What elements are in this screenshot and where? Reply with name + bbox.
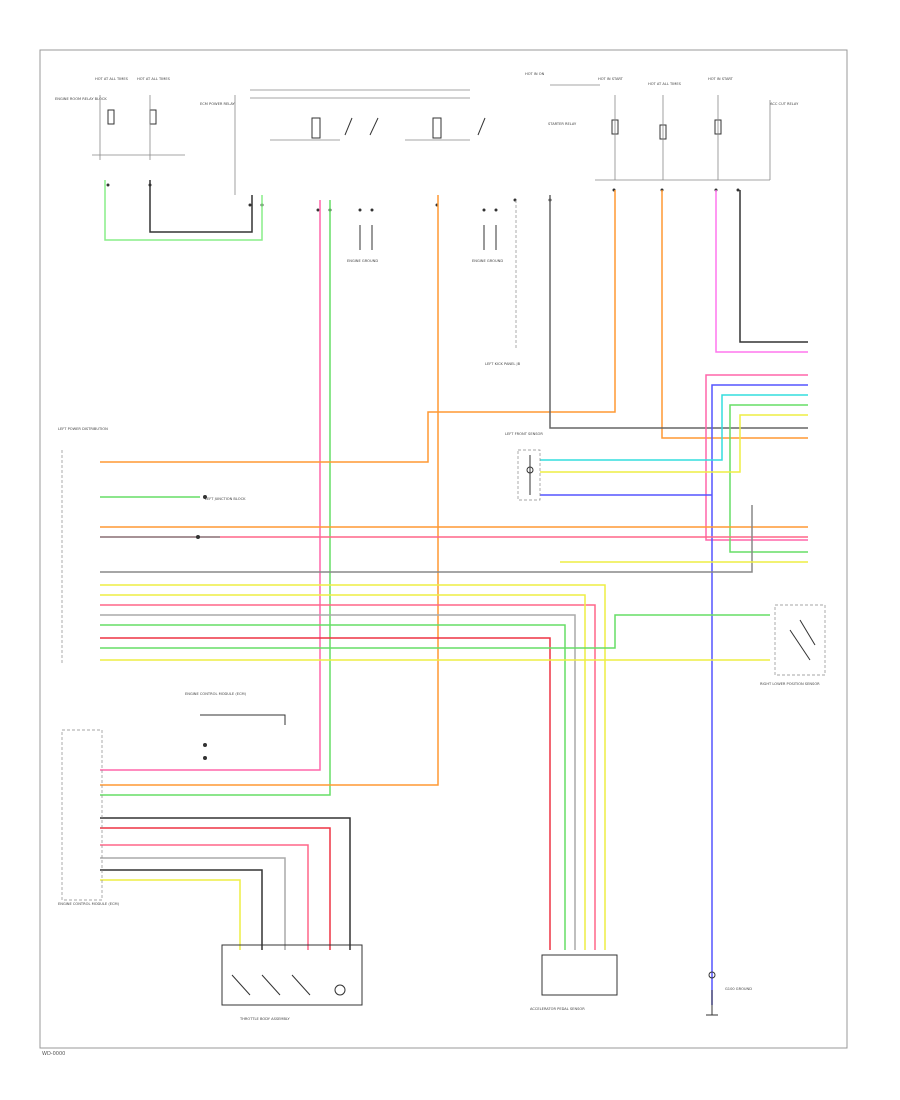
left-junction-block-label: LEFT JUNCTION BLOCK [205, 497, 246, 501]
left-front-sensor: LEFT FRONT SENSOR [505, 432, 543, 501]
starter-relay-label: STARTER RELAY [548, 122, 577, 126]
wires [100, 180, 808, 1005]
ground-label-1: ENGINE GROUND [347, 259, 378, 263]
relay-coil-2 [432, 117, 442, 139]
wire-yellow2-sensor [100, 594, 586, 950]
wire-yellow-right [540, 414, 808, 473]
left-front-sensor-label: LEFT FRONT SENSOR [505, 432, 543, 436]
ecm-block-upper: LEFT POWER DISTRIBUTION LEFT JUNCTION BL… [58, 427, 246, 665]
throttle-body-assembly: THROTTLE BODY ASSEMBLY [221, 944, 363, 1021]
wire-blue-right [711, 384, 808, 1005]
acc-cut-relay-label: ACC CUT RELAY [770, 102, 799, 106]
right-lower-sensor-label: RIGHT LOWER POSITION SENSOR [760, 682, 820, 686]
wire-pink-sensor [100, 604, 596, 950]
ecm-left-label: ENGINE CONTROL MODULE (ECM) [58, 902, 120, 906]
footer-code: WD-0000 [42, 1051, 65, 1057]
fuse-label-4: HOT IN START [598, 77, 624, 81]
wire-green-top [104, 180, 263, 241]
diagram-frame [39, 49, 848, 1049]
wire-gray-sensor [100, 614, 576, 950]
fuse-label-3: HOT IN ON [525, 72, 545, 76]
wire-pink-throttle [100, 844, 309, 950]
left-power-distribution-label: LEFT POWER DISTRIBUTION [58, 427, 108, 431]
wire-green-right [729, 404, 808, 553]
g100-ground-label: G100 GROUND [725, 987, 752, 991]
g100-ground: G100 GROUND [706, 971, 752, 1016]
fuse-icon-2 [149, 109, 157, 125]
relay-switch-1 [344, 117, 353, 136]
accelerator-pedal-label: ACCELERATOR PEDAL SENSOR [530, 1007, 585, 1011]
wire-black-top [149, 180, 253, 233]
wire-yellow-sensor [100, 584, 606, 950]
wire-pink-vertical [100, 200, 321, 771]
right-lower-sensor: RIGHT LOWER POSITION SENSOR [760, 604, 826, 686]
wire-green-vertical [100, 200, 331, 796]
wire-pink-right-bundle [705, 374, 808, 541]
wire-red-throttle [100, 827, 331, 950]
wire-orange-right [661, 190, 808, 439]
wire-magenta-right [715, 190, 808, 353]
ground-label-2: ENGINE GROUND [472, 259, 503, 263]
fuse-label-1: HOT AT ALL TIMES [95, 77, 129, 81]
relay-switch-2 [369, 117, 379, 136]
ecm-mid-label: ENGINE CONTROL MODULE (ECM) [185, 692, 247, 696]
wire-cyan-right [540, 394, 808, 461]
wire-red-sensor [100, 637, 551, 950]
wire-black2-throttle [100, 869, 263, 950]
wire-green-sensor [100, 624, 566, 950]
wire-black-throttle [100, 817, 351, 950]
wire-gray-right [549, 195, 808, 429]
wire-orange-vertical [100, 195, 439, 786]
accelerator-pedal-box [541, 954, 618, 996]
accelerator-pedal-sensor: ACCELERATOR PEDAL SENSOR [530, 954, 618, 1011]
fuse-icon-1 [107, 109, 115, 125]
throttle-body-label: THROTTLE BODY ASSEMBLY [239, 1017, 290, 1021]
fuse-label-5: HOT AT ALL TIMES [648, 82, 682, 86]
fuse-label-2: HOT AT ALL TIMES [137, 77, 171, 81]
relay-switch-3 [477, 117, 486, 136]
wire-green-lower-sensor [100, 614, 770, 649]
wire-yellow-throttle [100, 879, 241, 950]
wire-orange-upper [100, 190, 616, 463]
relay-coil-1 [311, 117, 321, 139]
throttle-body-box [221, 944, 363, 1006]
wire-gray-throttle [100, 857, 286, 950]
left-kick-panel-label: LEFT KICK PANEL JB [485, 362, 521, 366]
ecm-block-lower: ENGINE CONTROL MODULE (ECM) ENGINE CONTR… [58, 692, 286, 906]
fuse-label-6: HOT IN START [708, 77, 734, 81]
ecm-power-relay-label: ECM POWER RELAY [200, 102, 236, 106]
wire-gray-long [100, 505, 753, 573]
engine-room-block-label: ENGINE ROOM RELAY BLOCK [55, 97, 107, 101]
top-fuse-area: HOT AT ALL TIMES HOT AT ALL TIMES HOT IN… [55, 72, 799, 366]
wire-black-right [739, 190, 808, 343]
